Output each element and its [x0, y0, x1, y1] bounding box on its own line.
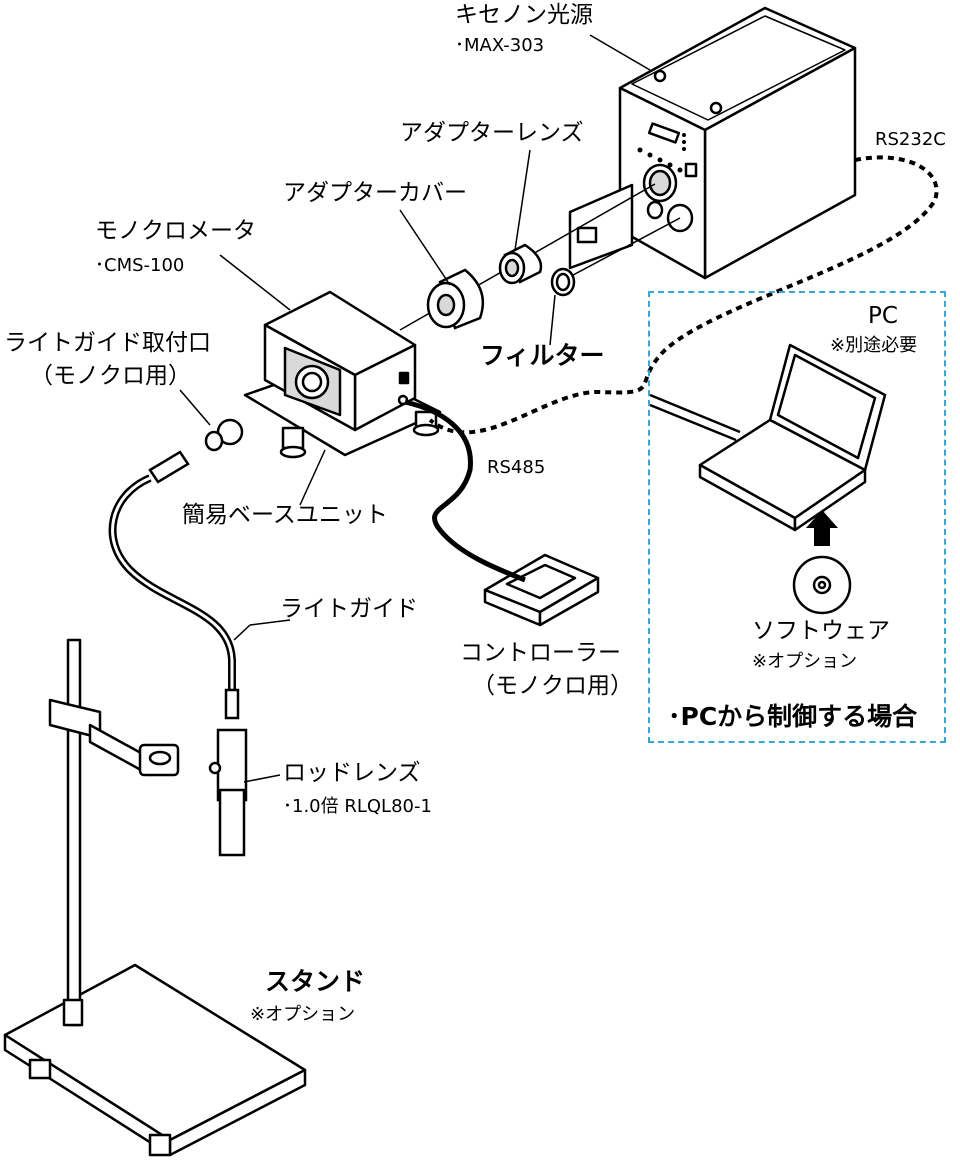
filter	[550, 267, 576, 297]
rs232c-cable	[428, 155, 939, 435]
controller-label: コントローラー	[460, 640, 621, 666]
adapter-lens-label: アダプターレンズ	[400, 120, 584, 146]
controller-sublabel: （モノクロ用）	[472, 673, 633, 699]
adapter-lens	[498, 243, 543, 285]
software-label: ソフトウェア	[752, 618, 890, 644]
xenon-light-source	[568, 6, 857, 280]
software-note: ※オプション	[752, 651, 858, 672]
pc-control-caption: ･PCから制御する場合	[668, 702, 918, 731]
stand-note: ※オプション	[250, 1004, 356, 1025]
rs485-label: RS485	[487, 457, 546, 478]
rs485-cable	[404, 399, 526, 583]
rod-lens	[208, 728, 248, 857]
rs232c-label: RS232C	[875, 129, 946, 150]
xenon-light-model: ･MAX-303	[455, 35, 545, 56]
adapter-cover	[426, 268, 485, 330]
base-unit-label: 簡易ベースユニット	[182, 502, 388, 528]
laptop-pc	[649, 343, 887, 532]
rod-lens-model: ･1.0倍 RLQL80-1	[283, 796, 432, 817]
up-arrow-icon	[806, 510, 838, 546]
pc-control-box	[648, 291, 946, 743]
filter-label: フィルター	[480, 341, 605, 370]
adapter-cover-label: アダプターカバー	[283, 180, 467, 206]
rod-lens-label: ロッドレンズ	[283, 760, 421, 786]
monochromator-model: ･CMS-100	[95, 255, 185, 276]
software-disc-icon	[792, 555, 852, 615]
light-guide-port-label: ライトガイド取付口	[4, 330, 211, 356]
monochromator-label: モノクロメータ	[95, 218, 256, 244]
light-guide	[108, 418, 244, 720]
controller	[483, 553, 600, 627]
stand	[3, 638, 307, 1157]
monochromator	[243, 290, 442, 459]
pc-note: ※別途必要	[830, 335, 918, 356]
stand-label: スタンド	[265, 967, 366, 996]
xenon-light-title: キセノン光源	[455, 2, 593, 28]
light-guide-port-sublabel: （モノクロ用）	[30, 363, 191, 389]
light-guide-label: ライトガイド	[280, 596, 418, 622]
pc-label: PC	[868, 303, 898, 329]
